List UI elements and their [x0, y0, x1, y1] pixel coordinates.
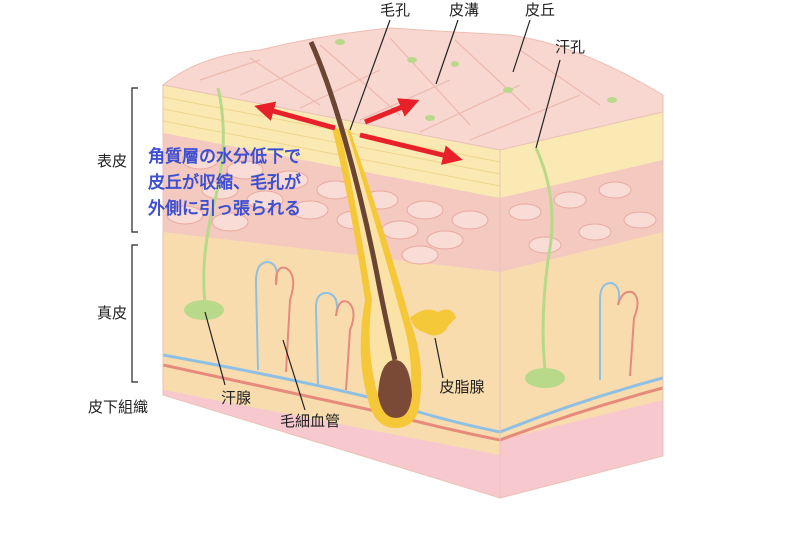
arrow-upper-right — [364, 98, 420, 125]
label-dermis: 真皮 — [97, 304, 127, 322]
side-face — [500, 112, 663, 498]
sweat-pore-dots — [335, 39, 617, 121]
skin-surface — [161, 27, 664, 151]
sebaceous-gland — [410, 309, 456, 336]
annotation-text: 角質層の水分低下で 皮丘が収縮、毛孔が 外側に引っ張られる — [148, 146, 301, 219]
capillary-loops — [254, 260, 639, 391]
label-subcutaneous: 皮下組織 — [88, 398, 148, 416]
sweat-gland-left — [184, 87, 225, 320]
label-sebaceous-gland: 皮脂腺 — [439, 378, 484, 396]
label-skin-ridge: 皮丘 — [525, 1, 555, 19]
label-sweat-pore: 汗孔 — [555, 38, 585, 56]
annotation-line-1: 角質層の水分低下で — [148, 146, 301, 167]
arrow-lower-right — [359, 132, 463, 165]
annotation-line-2: 皮丘が収縮、毛孔が — [148, 172, 301, 193]
label-hair-pore: 毛孔 — [380, 1, 410, 19]
label-epidermis: 表皮 — [97, 152, 127, 170]
label-skin-groove: 皮溝 — [449, 1, 479, 19]
label-capillary: 毛細血管 — [280, 412, 340, 430]
label-sweat-gland: 汗腺 — [221, 389, 251, 407]
tension-arrows — [254, 98, 463, 165]
annotation-line-3: 外側に引っ張られる — [148, 198, 301, 219]
arrow-left — [254, 101, 336, 131]
sweat-gland-right — [525, 147, 565, 388]
hair-follicle — [308, 40, 422, 428]
leader-lines — [131, 19, 561, 411]
